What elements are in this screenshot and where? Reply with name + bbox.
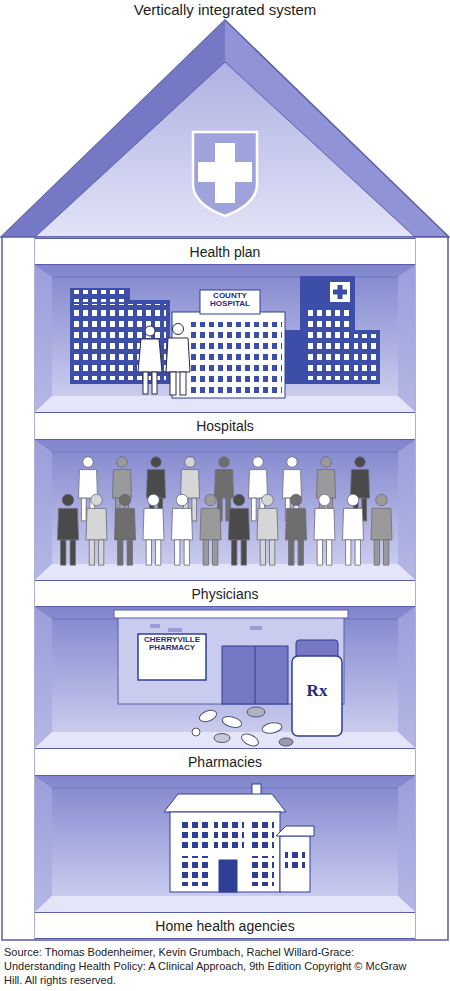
building-sign: COUNTY HOSPITAL [201, 292, 259, 309]
ceiling-line [52, 788, 398, 789]
floor-label-band: Health plan [35, 238, 415, 265]
diagram-title: Vertically integrated system [0, 1, 450, 19]
physician-figure [58, 494, 79, 565]
home-house [164, 784, 314, 892]
pharmacy-sign: CHERRYVILLE PHARMACY [139, 636, 205, 653]
hospital-buildings [70, 276, 380, 398]
pill-bottle [292, 640, 342, 736]
room [35, 776, 415, 912]
source-caption: Source: Thomas Bodenheimer, Kevin Grumba… [4, 945, 424, 987]
room [35, 440, 415, 580]
physician-figure [257, 494, 278, 565]
roof [1, 20, 449, 237]
side-wall [35, 440, 52, 580]
physician-figure [115, 494, 136, 565]
side-wall [35, 776, 52, 912]
physician-figure [200, 494, 221, 565]
floor-label: Pharmacies [188, 754, 262, 770]
physician-figure [343, 494, 364, 565]
physician-figure [286, 494, 307, 565]
side-wall [398, 776, 415, 912]
pediment [35, 62, 415, 237]
nurse-doctor-figures [138, 324, 190, 396]
side-wall [35, 607, 52, 748]
room-floor [35, 732, 415, 748]
pills [192, 707, 293, 748]
floor-label: Hospitals [196, 418, 254, 434]
floor-label-band: Hospitals [35, 412, 415, 440]
floor-label: Physicians [192, 586, 259, 602]
physician-figure [143, 494, 164, 565]
physician-figure [86, 494, 107, 565]
physician-figure [371, 494, 392, 565]
side-wall [35, 265, 52, 412]
side-wall [398, 440, 415, 580]
ceiling-line [52, 452, 398, 453]
physician-figure [172, 494, 193, 565]
room [35, 265, 415, 412]
side-wall [398, 607, 415, 748]
floor-label: Health plan [190, 244, 261, 260]
physician-figure [314, 494, 335, 565]
physician-figure [229, 494, 250, 565]
side-wall [398, 265, 415, 412]
rx-label: Rx [292, 682, 342, 700]
shield-icon [193, 132, 257, 216]
floor-label-band: Pharmacies [35, 748, 415, 776]
floor-label-band: Physicians [35, 580, 415, 607]
room [35, 607, 415, 748]
house-wall [2, 237, 448, 940]
cross-icon [198, 162, 252, 182]
floor-label: Home health agencies [155, 918, 294, 934]
physician-figures [58, 457, 393, 565]
floor-label-band: Home health agencies [35, 912, 415, 939]
room-floor [35, 896, 415, 912]
room-floor [35, 564, 415, 580]
